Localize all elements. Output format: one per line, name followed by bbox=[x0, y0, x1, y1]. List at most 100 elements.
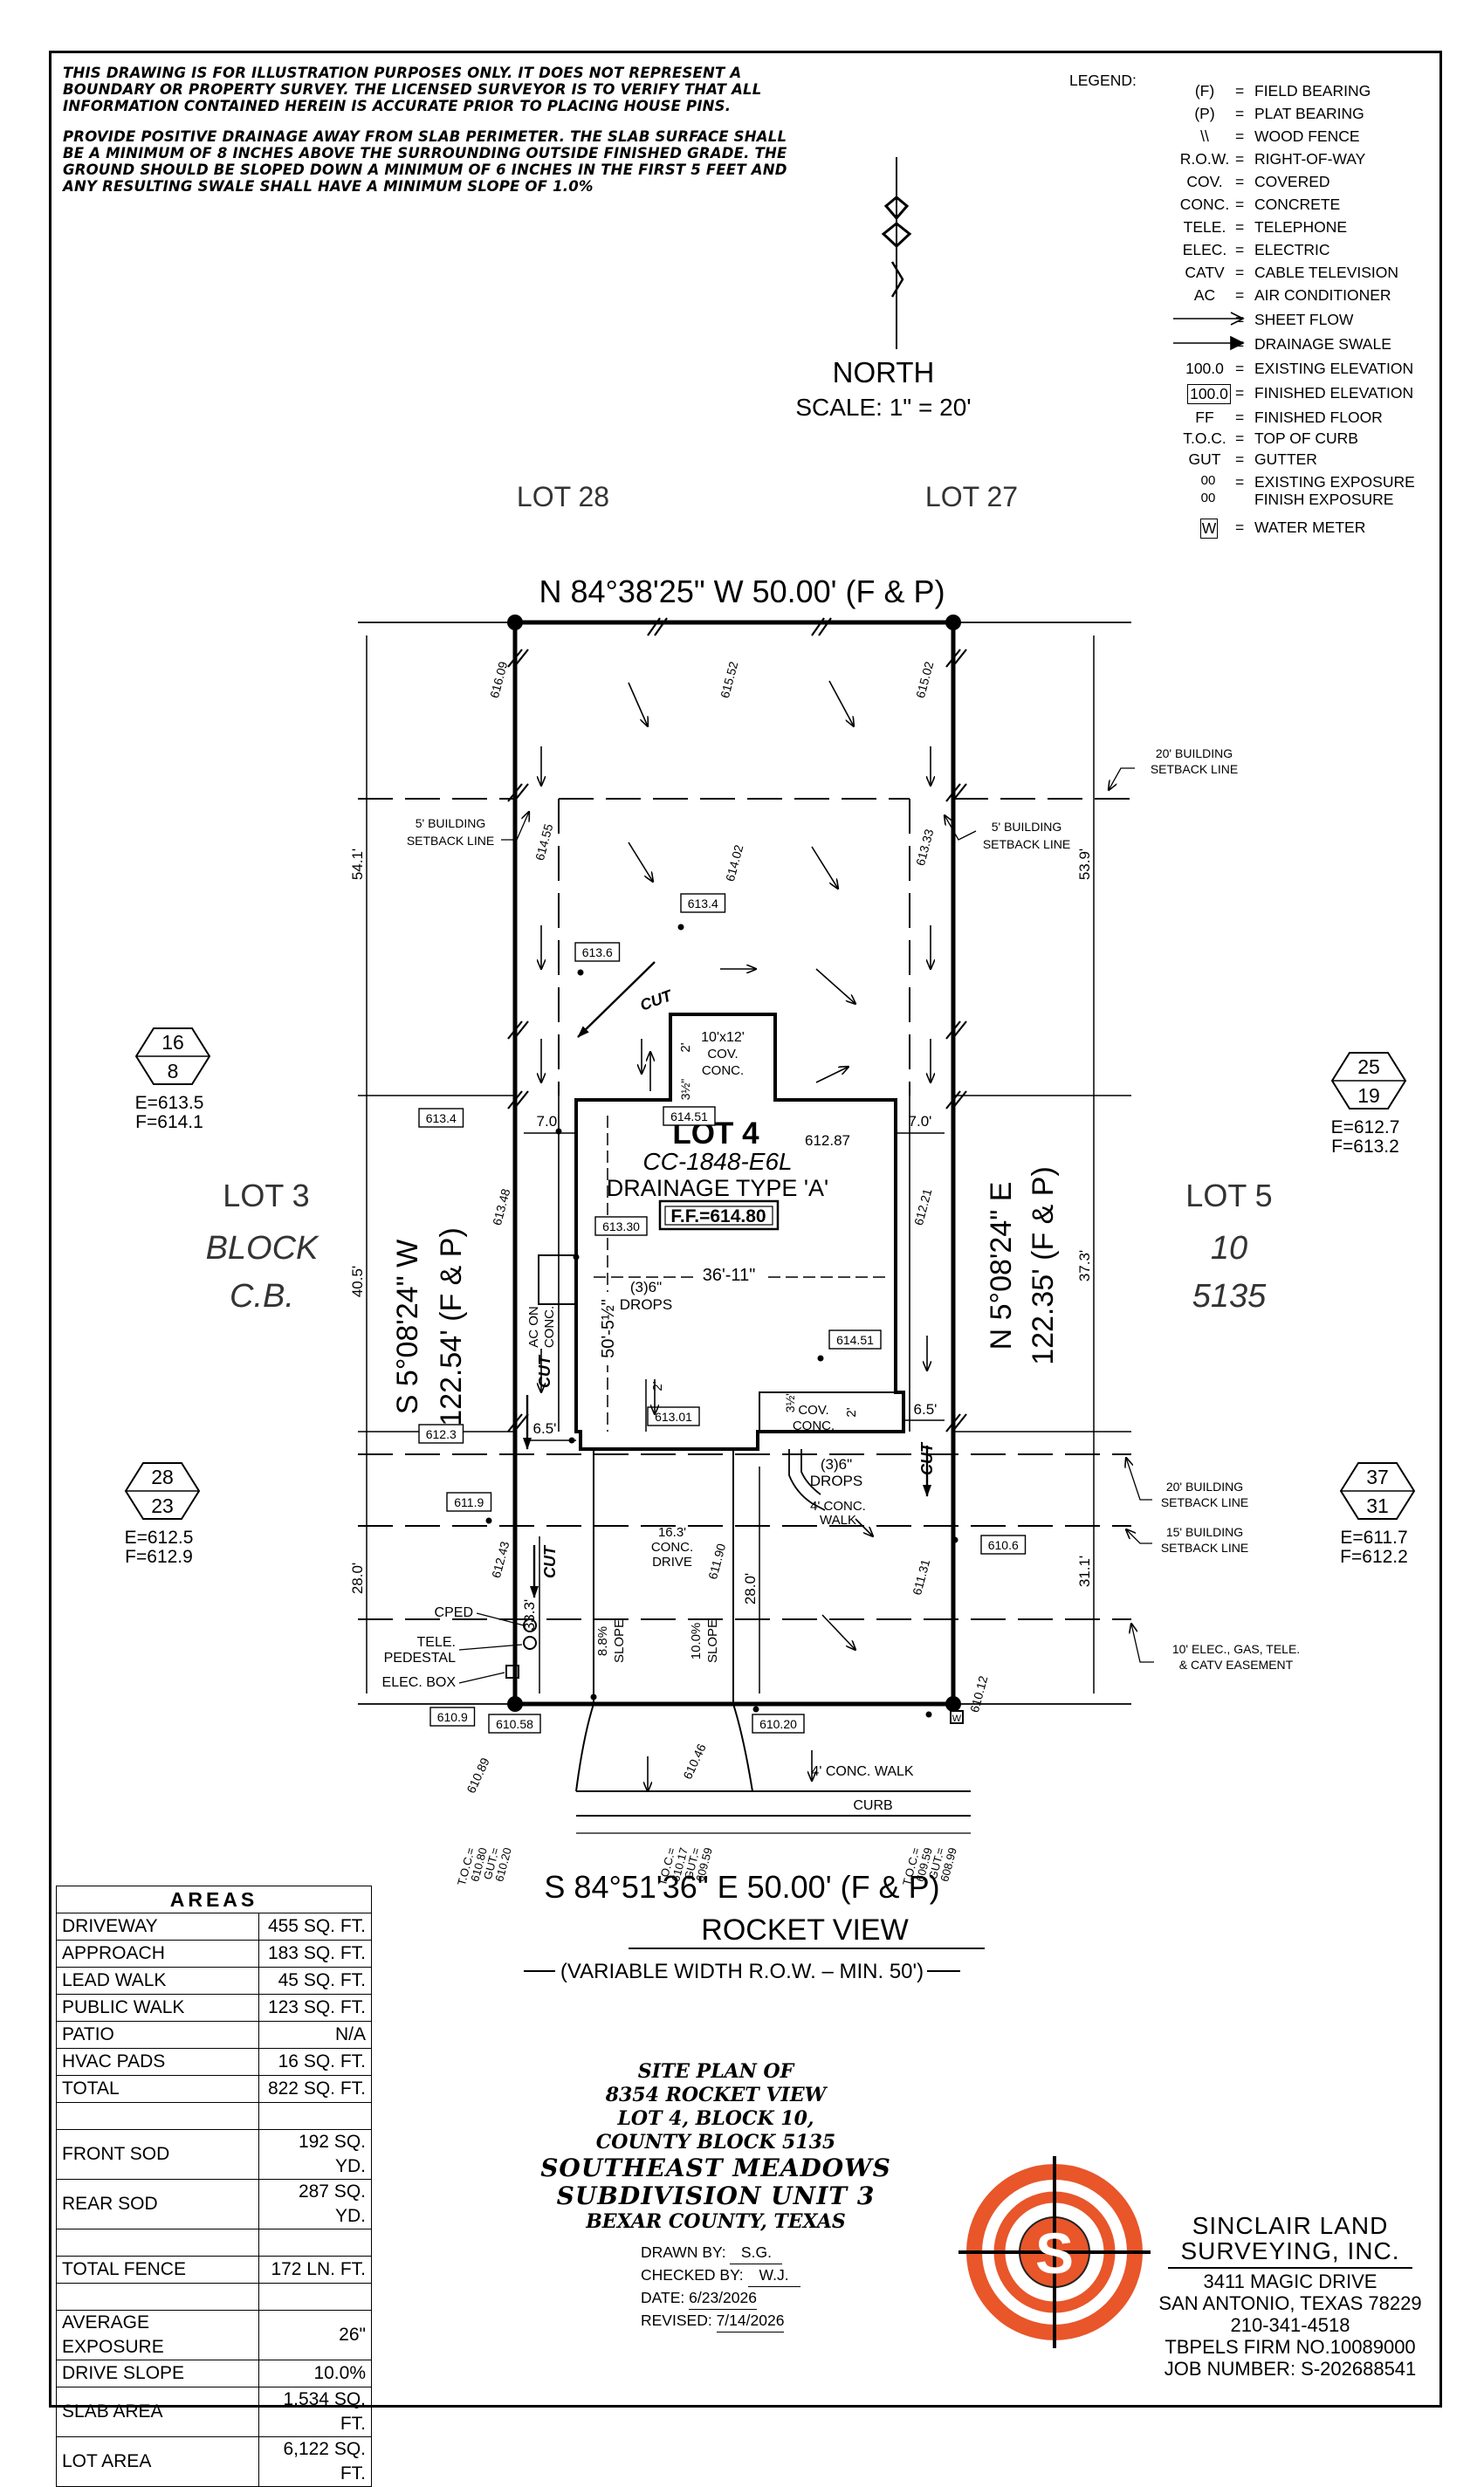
finished-elevation: F=612.9 bbox=[125, 1547, 193, 1567]
dim-left-rear: 54.1' bbox=[349, 848, 366, 880]
areas-label: AVERAGE EXPOSURE bbox=[56, 2310, 259, 2360]
areas-value: 183 SQ. FT. bbox=[258, 1940, 372, 1968]
sheet-flow-arrow bbox=[628, 682, 648, 726]
dim-side-left-top: 7.0' bbox=[537, 1113, 560, 1130]
legend-symbol: AC bbox=[1193, 286, 1216, 304]
left-setback-label-b: SETBACK LINE bbox=[407, 834, 494, 848]
dim-side-right-bot: 6.5' bbox=[914, 1401, 938, 1418]
front-20-setback-b: SETBACK LINE bbox=[1161, 1495, 1248, 1509]
legend-definition: PLAT BEARING bbox=[1254, 105, 1364, 122]
drafting-info: DRAWN BY: S.G. CHECKED BY: W.J. DATE: 6/… bbox=[641, 2242, 800, 2332]
legend-equals: = bbox=[1235, 264, 1245, 281]
areas-value: 455 SQ. FT. bbox=[258, 1913, 372, 1941]
areas-label: PUBLIC WALK bbox=[56, 1994, 259, 2022]
legend-equals: = bbox=[1235, 429, 1245, 447]
areas-value: 172 LN. FT. bbox=[258, 2256, 372, 2284]
legend-symbol bbox=[1152, 311, 1257, 331]
legend-definition: COVERED bbox=[1254, 173, 1330, 190]
water-meter-label: W bbox=[952, 1714, 962, 1724]
company-logo: S bbox=[958, 2156, 1151, 2348]
areas-label: DRIVE SLOPE bbox=[56, 2360, 259, 2387]
finished-elevation: F=612.2 bbox=[1340, 1547, 1408, 1567]
existing-exposure: 37 bbox=[1366, 1466, 1389, 1488]
areas-value: 10.0% bbox=[258, 2360, 372, 2387]
legend-definition: RIGHT-OF-WAY bbox=[1254, 150, 1366, 168]
existing-elevation-label: 612.21 bbox=[911, 1187, 935, 1227]
areas-value bbox=[258, 2283, 372, 2311]
dim-side-right-top: 7.0' bbox=[909, 1113, 932, 1130]
front-20-setback: 20' BUILDING bbox=[1166, 1480, 1243, 1494]
title-line-3: LOT 4, BLOCK 10, bbox=[617, 2107, 814, 2130]
legend-equals: = bbox=[1235, 473, 1245, 491]
east-line-bearing: N 5°08'24" E bbox=[985, 1182, 1018, 1350]
finished-elevation-label: 611.9 bbox=[454, 1495, 484, 1509]
areas-label bbox=[56, 2229, 259, 2257]
step-dim-c: 2' bbox=[844, 1407, 859, 1417]
legend-row: AC=AIR CONDITIONER bbox=[1069, 286, 1427, 307]
areas-row bbox=[56, 2283, 372, 2311]
title-line-5: SOUTHEAST MEADOWS bbox=[540, 2154, 891, 2182]
corner-pin-se bbox=[945, 1696, 961, 1712]
existing-elevation: E=612.5 bbox=[125, 1528, 194, 1548]
areas-label: FRONT SOD bbox=[56, 2129, 259, 2180]
legend-row: FF=FINISHED FLOOR bbox=[1069, 409, 1427, 429]
legend-row: CATV=CABLE TELEVISION bbox=[1069, 264, 1427, 285]
drainage-note: PROVIDE POSITIVE DRAINAGE AWAY FROM SLAB… bbox=[63, 128, 787, 195]
legend-definition: CABLE TELEVISION bbox=[1254, 264, 1399, 281]
step-dim-e: 3½" bbox=[783, 1391, 797, 1412]
legend-symbol: 00 bbox=[1200, 491, 1216, 505]
disclaimer-note: THIS DRAWING IS FOR ILLUSTRATION PURPOSE… bbox=[63, 65, 762, 114]
legend-row: T.O.C.=TOP OF CURB bbox=[1069, 429, 1427, 450]
legend-row: (P)=PLAT BEARING bbox=[1069, 105, 1427, 126]
finished-elevation-label: 610.6 bbox=[988, 1538, 1019, 1552]
legend-definition: AIR CONDITIONER bbox=[1254, 286, 1391, 304]
west-line-bearing: S 5°08'24" W bbox=[391, 1240, 424, 1414]
curb-label: CURB bbox=[853, 1798, 892, 1813]
finish-exposure: 19 bbox=[1357, 1084, 1380, 1107]
setback-lines bbox=[358, 798, 1131, 1620]
finish-exposure: 8 bbox=[168, 1060, 179, 1082]
dim-left-front: 28.0' bbox=[349, 1563, 366, 1594]
dim-left-mid: 40.5' bbox=[349, 1266, 366, 1297]
legend-row: 00=FINISH EXPOSURE bbox=[1069, 491, 1427, 512]
dim-right-front: 31.1' bbox=[1076, 1556, 1093, 1587]
front-porch bbox=[759, 1391, 904, 1432]
title-line-1: SITE PLAN OF bbox=[637, 2060, 794, 2083]
legend-symbol: 100.0 bbox=[1187, 384, 1231, 404]
company-firm: TBPELS FIRM NO.10089000 bbox=[1165, 2336, 1416, 2358]
areas-label bbox=[56, 2102, 259, 2130]
legend-definition: TOP OF CURB bbox=[1254, 429, 1358, 447]
scale-label: SCALE: 1" = 20' bbox=[795, 394, 971, 421]
step-dim-a: 2' bbox=[678, 1042, 693, 1052]
legend-definition: WOOD FENCE bbox=[1254, 127, 1360, 145]
areas-value: 6,122 SQ. FT. bbox=[258, 2436, 372, 2487]
company-block: SINCLAIR LAND SURVEYING, INC. 3411 MAGIC… bbox=[1151, 2213, 1430, 2380]
legend-definition: FINISHED FLOOR bbox=[1254, 409, 1383, 426]
legend-equals: = bbox=[1235, 127, 1245, 145]
company-phone: 210-341-4518 bbox=[1230, 2314, 1350, 2336]
front-15-setback: 15' BUILDING bbox=[1166, 1525, 1243, 1539]
finished-elevation-label: 613.6 bbox=[582, 945, 613, 959]
legend-symbol: CONC. bbox=[1179, 196, 1230, 213]
areas-label: LOT AREA bbox=[56, 2436, 259, 2487]
finished-elevation-label: 614.51 bbox=[670, 1110, 708, 1123]
date-label: DATE: bbox=[641, 2289, 685, 2306]
legend-row: GUT=GUTTER bbox=[1069, 450, 1427, 471]
swale-arrow-rear bbox=[577, 961, 656, 1038]
existing-elevation-label: 613.48 bbox=[490, 1187, 513, 1227]
title-line-7: BEXAR COUNTY, TEXAS bbox=[586, 2210, 846, 2233]
areas-value: 192 SQ. YD. bbox=[258, 2129, 372, 2180]
lot-3-block: BLOCK bbox=[206, 1230, 319, 1267]
legend-row: W=WATER METER bbox=[1069, 519, 1427, 539]
existing-elevation-label: 612.43 bbox=[489, 1540, 512, 1580]
